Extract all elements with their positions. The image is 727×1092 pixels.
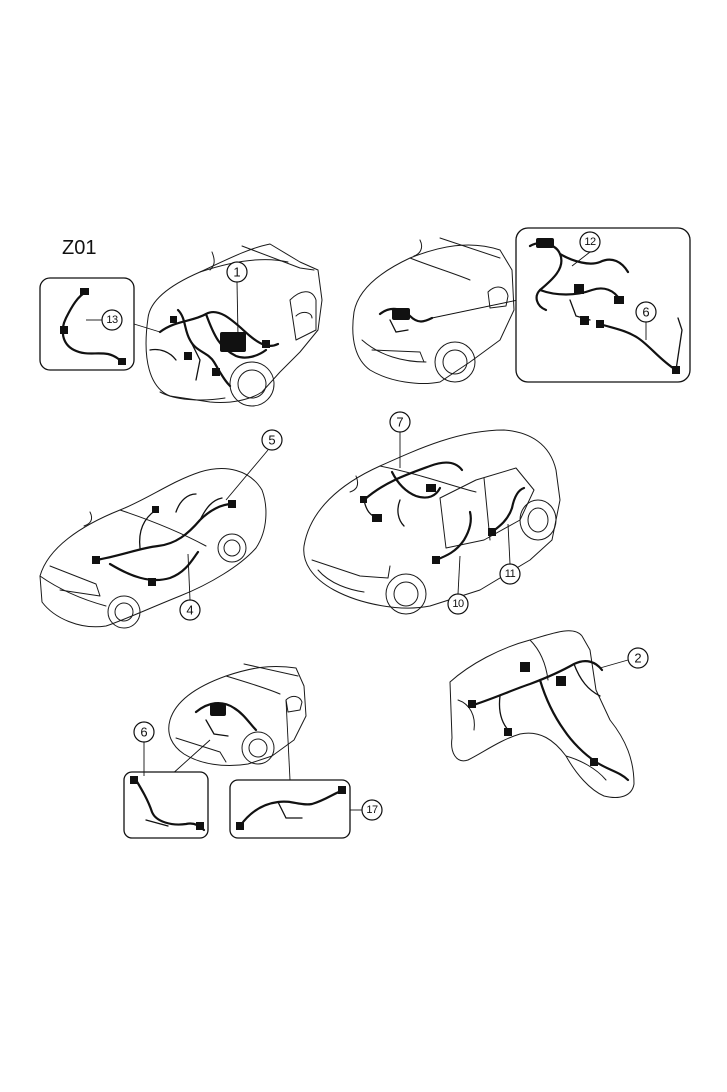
front-harness-view: 1 13	[39, 243, 323, 407]
body-harness-view: 7 10 11	[303, 411, 561, 615]
callout-2-label: 2	[634, 651, 641, 666]
callout-7-label: 7	[396, 415, 403, 430]
callout-4-label: 4	[186, 603, 193, 618]
callout-2	[627, 647, 649, 669]
callout-17-label: 17	[366, 804, 378, 816]
floor-harness-view: 5 4	[39, 429, 283, 629]
inset-17	[229, 779, 351, 839]
dashboard-harness-view: 2	[449, 630, 649, 798]
callout-5	[261, 429, 283, 451]
callout-1	[226, 261, 248, 283]
callout-7	[389, 411, 411, 433]
callout-6-top	[635, 301, 657, 323]
inset-12-6	[515, 227, 691, 383]
callout-1-label: 1	[233, 265, 240, 280]
callout-12-label: 12	[584, 236, 596, 248]
front-end-harness-view: 6 17	[123, 663, 383, 839]
callout-6-top-label: 6	[642, 305, 649, 320]
callout-11	[499, 563, 521, 585]
callout-13	[101, 309, 123, 331]
callout-10-label: 10	[452, 598, 464, 610]
engine-harness-view: 12 6	[352, 227, 691, 384]
callout-17	[361, 799, 383, 821]
diagram-code-label: Z01	[62, 237, 96, 259]
callout-13-label: 13	[106, 314, 118, 326]
callout-10	[447, 593, 469, 615]
callout-6-bottom-label: 6	[140, 725, 147, 740]
callout-4	[179, 599, 201, 621]
callout-12	[579, 231, 601, 253]
callout-5-label: 5	[268, 433, 275, 448]
inset-6-bottom	[123, 771, 209, 839]
callout-6-bottom	[133, 721, 155, 743]
callout-11-label: 11	[505, 568, 516, 580]
